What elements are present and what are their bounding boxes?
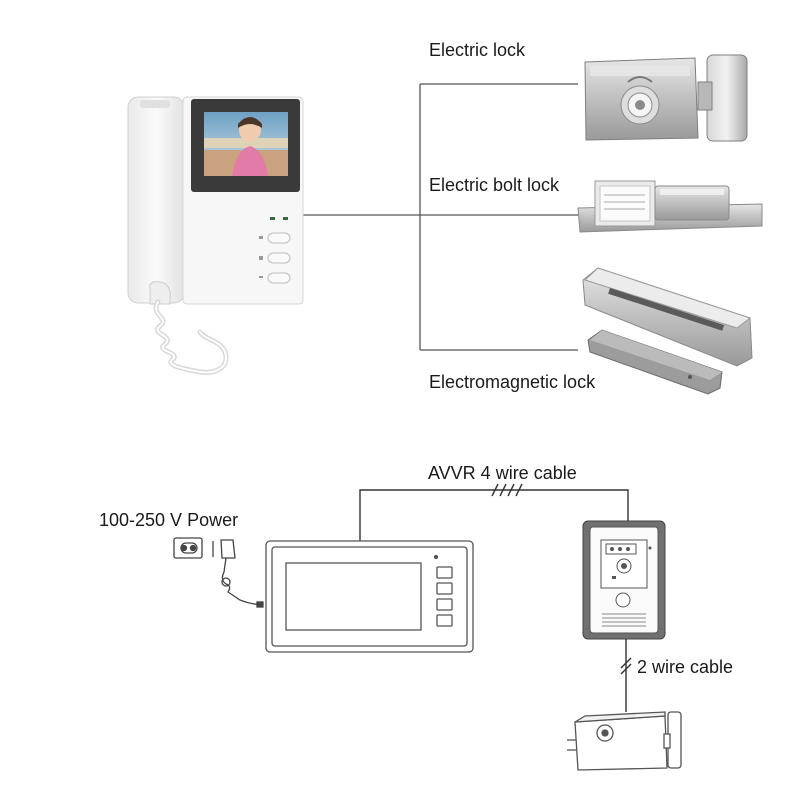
indoor-monitor-handset xyxy=(127,96,304,375)
label-two-wire-cable: 2 wire cable xyxy=(637,657,734,677)
power-supply xyxy=(173,537,264,608)
electromagnetic-lock-image xyxy=(582,267,753,395)
outdoor-doorbell-unit xyxy=(582,520,666,640)
label-electric-bolt-lock: Electric bolt lock xyxy=(429,175,560,195)
monitor-button-3 xyxy=(267,272,291,284)
handset xyxy=(127,96,185,304)
monitor-button-2 xyxy=(267,252,291,264)
monitor-button-1 xyxy=(267,232,291,244)
label-electric-lock: Electric lock xyxy=(429,40,526,60)
wall-socket xyxy=(173,537,203,559)
two-wire-cable xyxy=(620,639,632,712)
top-wiring xyxy=(302,83,578,351)
label-four-wire-cable: AVVR 4 wire cable xyxy=(428,463,577,483)
indoor-monitor-outline xyxy=(265,540,474,653)
power-adapter xyxy=(220,539,236,559)
label-electromagnetic-lock: Electromagnetic lock xyxy=(429,372,596,392)
four-wire-cable xyxy=(359,483,629,543)
bottom-lock-outline xyxy=(567,711,682,771)
label-power: 100-250 V Power xyxy=(99,510,239,530)
electric-bolt-lock-image xyxy=(577,180,763,233)
electric-lock-image xyxy=(584,54,748,142)
